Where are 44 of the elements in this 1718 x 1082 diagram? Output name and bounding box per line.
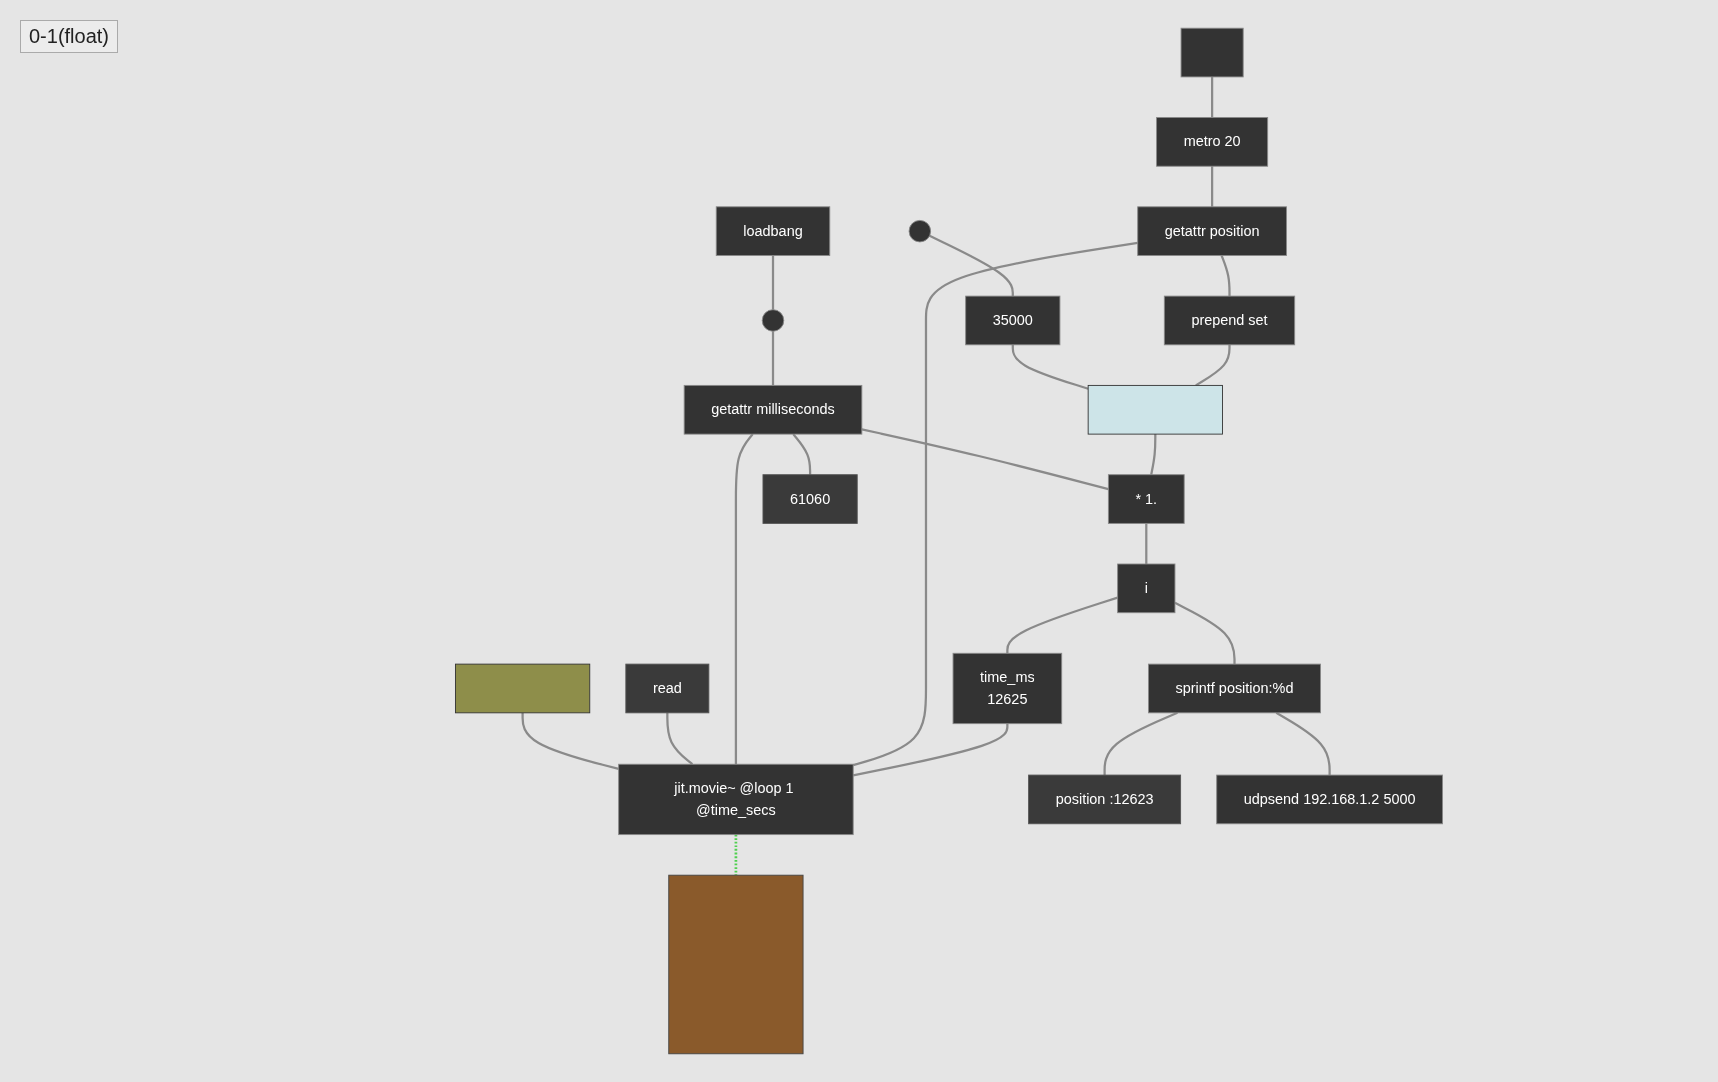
connector bbox=[771, 255, 775, 310]
node-box: getattr position bbox=[1137, 206, 1287, 256]
connector bbox=[852, 241, 1138, 767]
connector bbox=[734, 433, 754, 765]
node-box: metro 20 bbox=[1156, 117, 1269, 167]
connector bbox=[1103, 711, 1178, 776]
connector bbox=[734, 834, 738, 876]
connector bbox=[1211, 166, 1214, 207]
connector bbox=[1145, 523, 1148, 564]
node-box: time_ms 12625 bbox=[952, 652, 1063, 725]
node-box: read bbox=[625, 663, 710, 714]
connector bbox=[1006, 596, 1118, 654]
node-box: 35000 bbox=[965, 295, 1061, 346]
connector bbox=[1150, 434, 1157, 475]
node-box bbox=[668, 874, 804, 1055]
node-bar bbox=[455, 663, 591, 714]
connector bbox=[666, 712, 694, 766]
node-bar bbox=[1087, 384, 1223, 435]
connector bbox=[771, 331, 775, 386]
node-box: 61060 bbox=[762, 474, 858, 524]
node-box: prepend set bbox=[1163, 295, 1296, 346]
connector bbox=[861, 428, 1109, 491]
node-box: i bbox=[1117, 563, 1176, 614]
node-box: jit.movie~ @loop 1 @time_secs bbox=[618, 763, 854, 836]
connector bbox=[521, 712, 619, 770]
connector bbox=[792, 433, 812, 475]
node-box bbox=[1180, 27, 1244, 78]
comment-label: 0-1(float) bbox=[20, 20, 119, 53]
connector bbox=[1195, 344, 1231, 387]
node-circle bbox=[761, 309, 785, 332]
connector bbox=[929, 234, 1014, 297]
node-box: loadbang bbox=[715, 206, 831, 256]
connector bbox=[1011, 344, 1089, 390]
node-circle bbox=[908, 219, 932, 243]
connector bbox=[1275, 711, 1331, 776]
connector bbox=[1220, 255, 1231, 297]
node-box: * 1. bbox=[1107, 474, 1185, 524]
node-box: sprintf position:%d bbox=[1148, 663, 1321, 714]
connector bbox=[1211, 76, 1214, 118]
connector bbox=[1174, 601, 1236, 665]
node-box: position :12623 bbox=[1028, 774, 1182, 825]
node-box: getattr milliseconds bbox=[683, 384, 863, 435]
connector bbox=[852, 723, 1009, 777]
node-box: udpsend 192.168.1.2 5000 bbox=[1216, 774, 1443, 825]
